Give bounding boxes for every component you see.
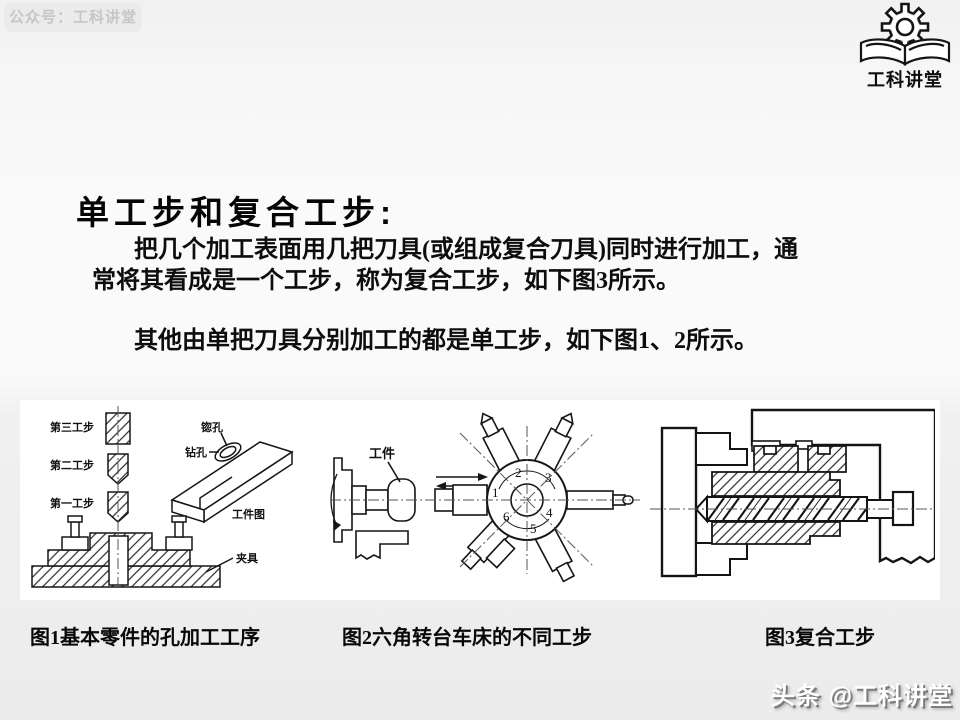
fig2-position-4: 4 — [546, 505, 553, 520]
fig1-fixture-drawing — [31, 515, 234, 588]
page-title: 单工步和复合工步: — [76, 194, 396, 232]
fig1-label-step1: 第一工步 — [50, 496, 94, 510]
fig2-turret — [434, 412, 634, 583]
fig2-centerlines — [330, 426, 640, 574]
fig3-caption: 图3复合工步 — [765, 627, 875, 649]
fig2-label-workpiece: 工件 — [369, 446, 395, 461]
fig1-caption: 图1基本零件的孔加工工序 — [30, 627, 260, 649]
fig1-label-fixture: 夹具 — [236, 551, 258, 565]
fig2-spindle-chuck — [330, 457, 416, 543]
fig1-workpiece-3d — [170, 432, 294, 524]
fig3-tool-holder — [750, 408, 935, 565]
fig2-tool-rest — [355, 530, 409, 560]
fig2-caption: 图2六角转台车床的不同工步 — [342, 627, 592, 649]
paragraph-single-step: 其他由单把刀具分别加工的都是单工步，如下图1、2所示。 — [134, 328, 758, 354]
fig1-label-step2: 第二工步 — [50, 458, 94, 472]
gear-book-icon — [859, 2, 951, 66]
figures-panel: 第三工步 第二工步 第一工步 锪孔 钻孔 工件图 夹具 — [20, 400, 940, 600]
logo-text: 工科讲堂 — [867, 70, 943, 90]
official-account-badge: 公众号：工科讲堂 — [4, 3, 142, 32]
paragraph-compound-step: 把几个加工表面用几把刀具(或组成复合刀具)同时进行加工，通常将其看成是一个工步，… — [92, 237, 798, 294]
fig1-label-counterbore: 锪孔 — [201, 420, 223, 434]
site-logo: 工科讲堂 — [854, 2, 956, 92]
fig2-drawing: 工件 1 2 3 4 5 6 — [330, 412, 640, 583]
fig2-position-1: 1 — [492, 485, 499, 500]
book-icon — [859, 38, 951, 66]
fig1-drawing: 第三工步 第二工步 第一工步 锪孔 钻孔 工件图 夹具 — [31, 406, 294, 590]
fig1-label-drill: 钻孔 — [185, 445, 207, 459]
fig2-position-3: 3 — [545, 470, 552, 485]
fig2-position-6: 6 — [503, 509, 510, 524]
fig1-label-step3: 第三工步 — [50, 420, 94, 434]
fig2-position-5: 5 — [530, 521, 537, 536]
fig3-chuck — [660, 426, 748, 578]
toutiao-watermark: 头条 @工科讲堂 — [770, 683, 953, 710]
official-account-badge-text: 公众号：工科讲堂 — [8, 9, 137, 26]
fig3-bushings — [753, 445, 847, 473]
fig3-drawing — [650, 408, 935, 578]
fig2-position-2: 2 — [515, 465, 522, 480]
fig1-label-workpiece-view: 工件图 — [232, 507, 265, 521]
